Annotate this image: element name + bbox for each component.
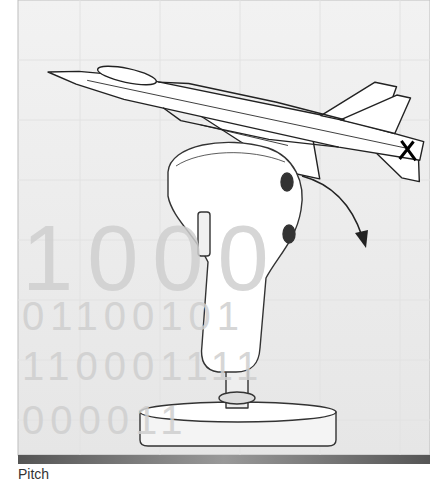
binary-watermark: 01100101 — [22, 296, 245, 336]
grid-lines — [18, 0, 430, 455]
figure-caption: Pitch — [18, 466, 49, 482]
panel-ground — [18, 0, 430, 455]
motion-arrow — [302, 176, 368, 248]
binary-watermark: 1000 — [22, 212, 283, 304]
binary-watermark: 000011 — [22, 400, 189, 440]
binary-watermark: 110001111 — [22, 346, 264, 386]
floor-bar — [18, 455, 430, 464]
